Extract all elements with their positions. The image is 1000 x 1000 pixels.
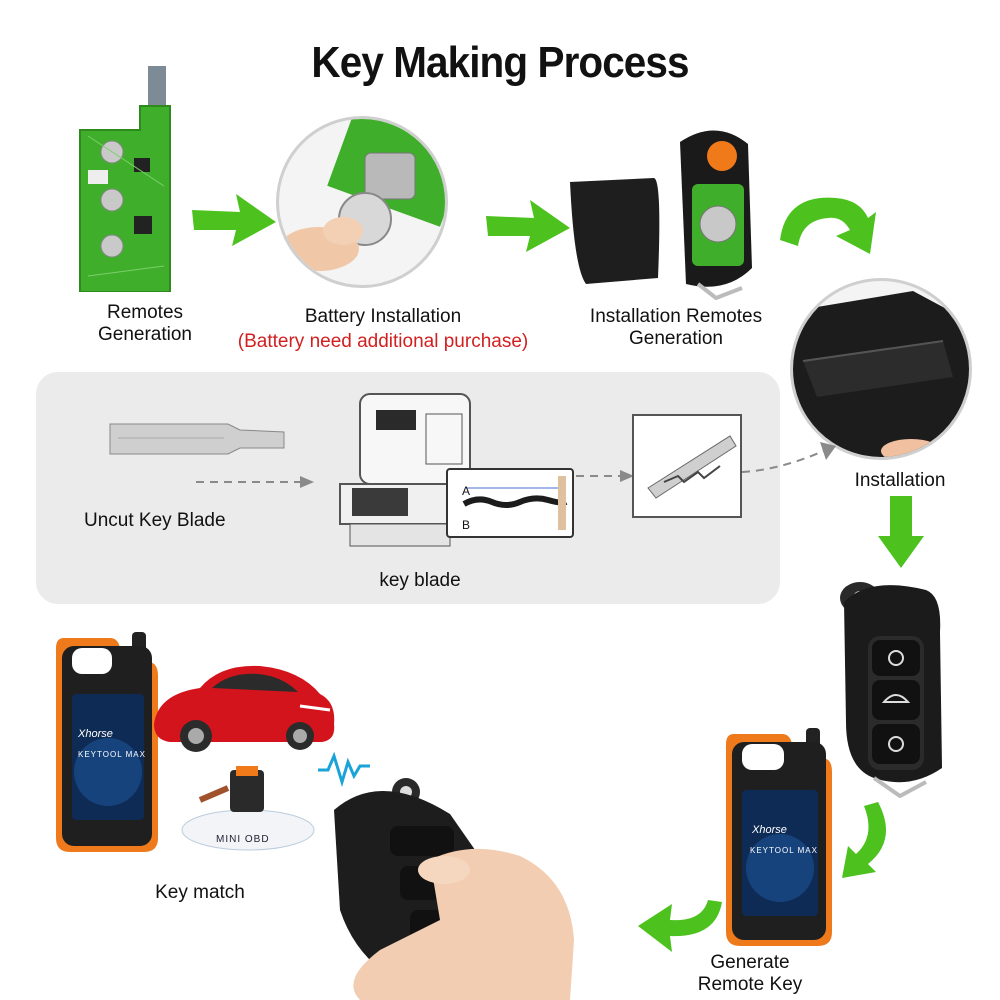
curved-arrow-icon — [838, 800, 898, 880]
key-cut-chart: A B — [446, 468, 574, 538]
step-uncut-key-blade-label: Uncut Key Blade — [84, 510, 226, 531]
mini-obd-image: MINI OBD — [180, 760, 316, 852]
arrow-down-icon — [878, 496, 924, 570]
battery-note: (Battery need additional purchase) — [237, 331, 529, 352]
arrow-right-icon — [484, 196, 572, 256]
device-brand-text: Xhorse — [752, 824, 787, 836]
curved-arrow-icon — [776, 188, 880, 268]
arrow-left-icon — [636, 898, 726, 958]
key-cutting-machine-image — [330, 384, 494, 552]
step-key-match-label: Key match — [155, 882, 245, 903]
battery-installation-image — [276, 116, 448, 288]
dashed-arrow-icon — [196, 474, 316, 490]
cut-row-a-label: A — [462, 484, 471, 498]
step-key-blade-label: key blade — [379, 570, 461, 591]
dashed-curve-arrow-icon — [740, 432, 840, 482]
uncut-key-blade-image — [108, 418, 288, 458]
step-generate-remote-key-label: Generate Remote Key — [697, 952, 803, 995]
step-installation-remotes-generation-label: Installation Remotes Generation — [589, 306, 763, 349]
cut-key-blade-image — [632, 414, 742, 518]
step-battery-installation-label: Battery Installation — [304, 306, 462, 327]
keytool-max-device-right: Xhorse KEYTOOL MAX — [722, 728, 838, 948]
flip-key-remote-image — [830, 572, 950, 798]
obd-label: MINI OBD — [216, 834, 270, 845]
hand-holding-flip-key-image — [320, 770, 580, 1000]
pcb-board-image — [78, 66, 178, 292]
remote-shell-open-image — [566, 118, 762, 300]
device-model-text: KEYTOOL MAX — [78, 750, 146, 759]
arrow-right-icon — [190, 190, 278, 250]
device-model-text: KEYTOOL MAX — [750, 846, 818, 855]
dashed-arrow-icon — [576, 468, 636, 484]
keytool-max-device-left: Xhorse KEYTOOL MAX — [52, 632, 162, 854]
red-sports-car-image — [150, 654, 338, 754]
step-remotes-generation-label: Remotes Generation — [97, 302, 192, 345]
signal-wave-icon — [316, 748, 372, 788]
cut-row-b-label: B — [462, 518, 471, 532]
device-brand-text: Xhorse — [78, 728, 113, 740]
step-installation-label: Installation — [854, 470, 946, 491]
installation-closeup-image — [790, 278, 972, 460]
page-title: Key Making Process — [311, 38, 689, 87]
